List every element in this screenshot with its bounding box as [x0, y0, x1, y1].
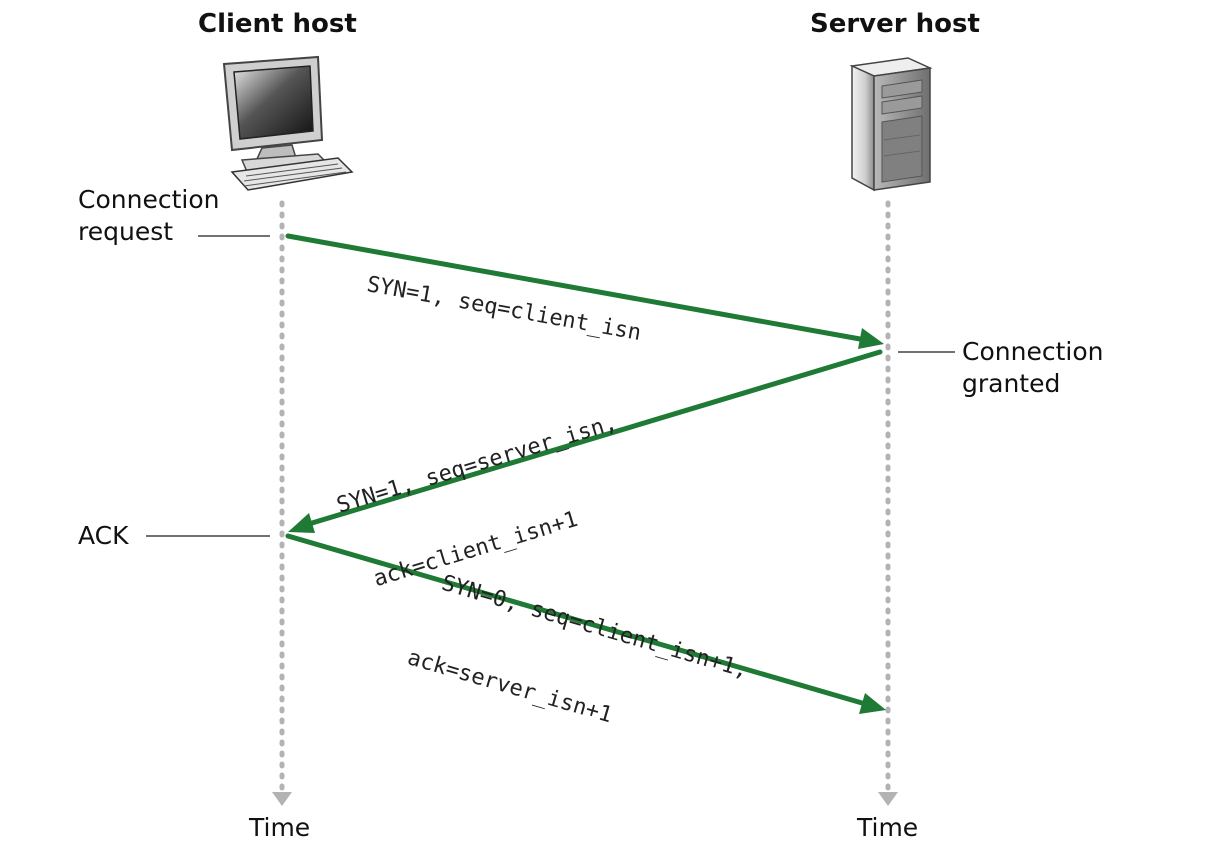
- connection-request-line1: Connection: [78, 185, 220, 214]
- synack-message-line1: SYN=1, seq=server_isn,: [333, 410, 621, 519]
- connection-granted-line2: granted: [962, 369, 1061, 398]
- connection-granted-line1: Connection: [962, 337, 1104, 366]
- client-time-label: Time: [249, 813, 311, 842]
- connection-granted-label: Connection granted: [962, 336, 1103, 400]
- server-time-label: Time: [857, 813, 919, 842]
- tower-server-icon: [849, 57, 933, 192]
- client-host-title: Client host: [198, 9, 357, 39]
- server-time-arrowhead: [878, 792, 898, 806]
- syn-message-line1: SYN=1, seq=client_isn: [364, 272, 644, 346]
- desktop-computer-icon: [222, 55, 354, 191]
- ack-arrow: [285, 533, 886, 714]
- server-host-title: Server host: [810, 9, 980, 39]
- connection-request-line2: request: [78, 217, 174, 246]
- ack-label: ACK: [78, 521, 129, 550]
- syn-arrow: [285, 233, 884, 349]
- connection-request-label: Connection request: [78, 184, 219, 248]
- synack-arrow: [288, 349, 883, 533]
- client-time-arrowhead: [272, 792, 292, 806]
